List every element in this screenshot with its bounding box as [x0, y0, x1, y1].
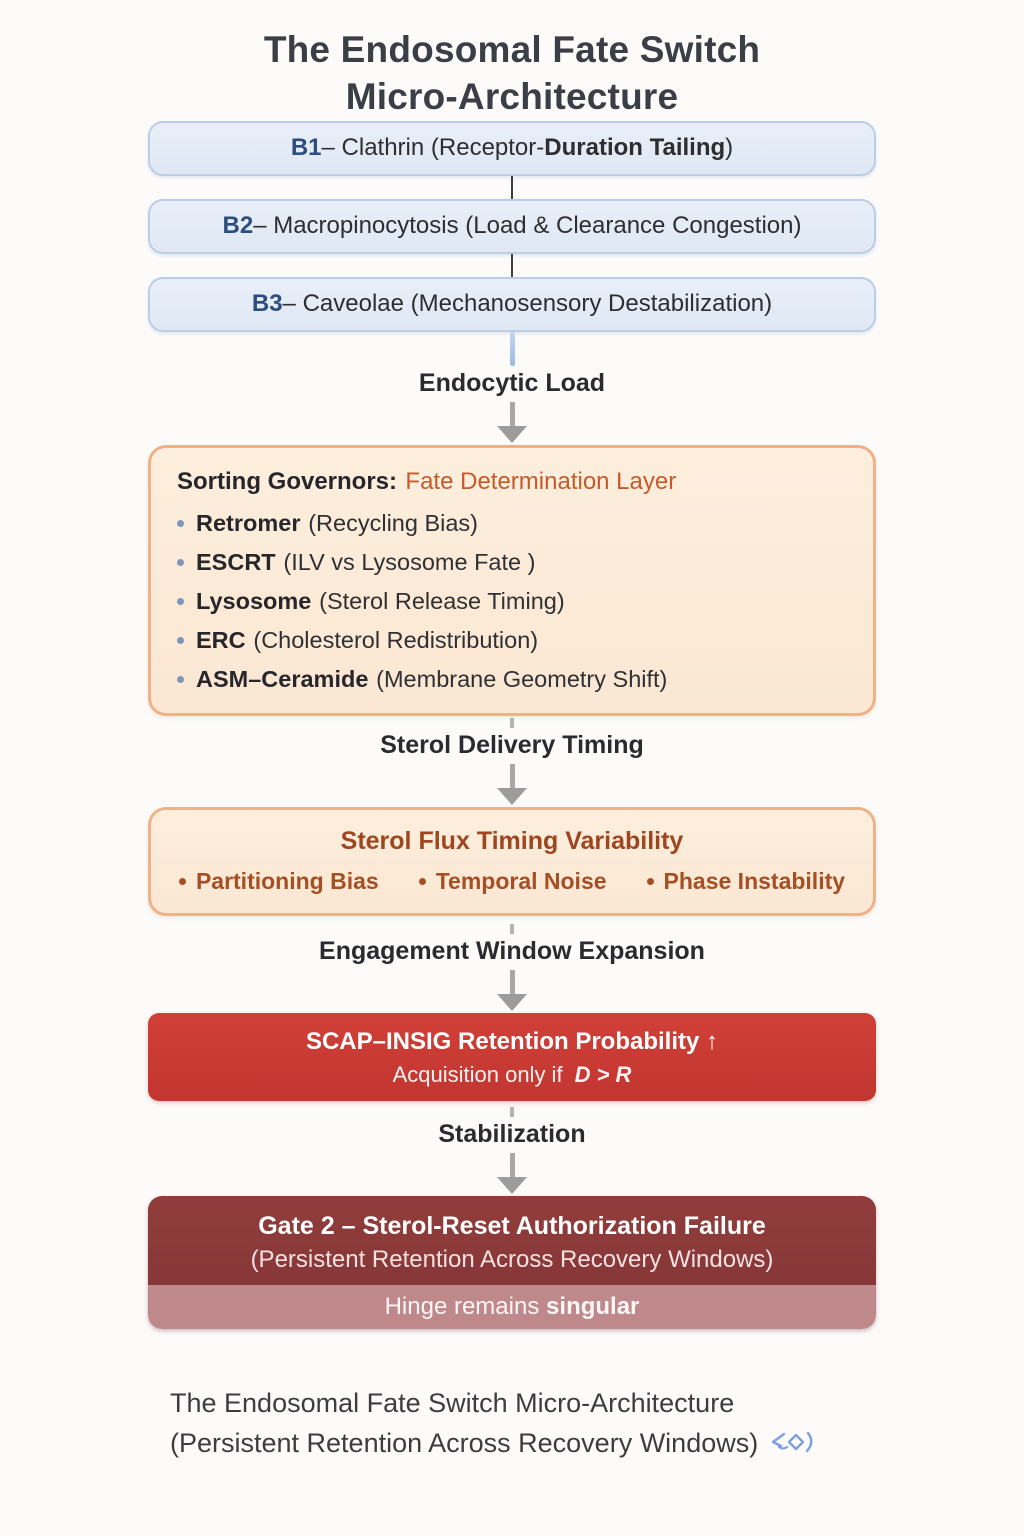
bullet-dot-icon — [177, 636, 184, 644]
scap-insig-box: SCAP–INSIG Retention Probability ↑ Acqui… — [148, 1012, 876, 1101]
entry-box-b2-text: – Macropinocytosis (Load & Clearance Con… — [253, 212, 802, 240]
flux-bullet-phase: Phase Instability — [646, 867, 846, 895]
connector-line — [510, 717, 514, 728]
down-arrow-icon — [497, 969, 527, 1011]
list-item-term: ERC — [196, 626, 246, 653]
gate2-subtitle: (Persistent Retention Across Recovery Wi… — [250, 1245, 774, 1273]
sterol-flux-bullets: Partitioning Bias Temporal Noise Phase I… — [178, 867, 846, 895]
diagram-column: The Endosomal Fate Switch Micro-Architec… — [148, 0, 876, 1468]
page-title-line2: Micro-Architecture — [345, 76, 679, 118]
sorting-governors-box: Sorting Governors:Fate Determination Lay… — [148, 444, 876, 716]
list-item-term: Retromer — [196, 509, 301, 536]
caption-line2-text: (Persistent Retention Across Recovery Wi… — [170, 1427, 759, 1458]
flux-bullet-partitioning: Partitioning Bias — [178, 867, 379, 895]
entry-box-b3-text: – Caveolae (Mechanosensory Destabilizati… — [282, 290, 773, 318]
flux-bullet-label: Partitioning Bias — [195, 867, 379, 894]
caption-line1: The Endosomal Fate Switch Micro-Architec… — [170, 1387, 735, 1418]
entry-box-b1: B1 – Clathrin (Receptor-Duration Tailing… — [148, 120, 876, 176]
list-item-desc: (Cholesterol Redistribution) — [253, 626, 539, 653]
gate2-title: Gate 2 – Sterol-Reset Authorization Fail… — [258, 1211, 766, 1240]
down-arrow-icon — [497, 401, 527, 443]
bullet-dot-icon — [177, 597, 184, 605]
down-arrow-icon — [497, 1152, 527, 1194]
flow-label-stabilization: Stabilization — [438, 1119, 586, 1148]
entry-box-b1-label: B1 — [290, 134, 322, 162]
gate2-footer-bold: singular — [546, 1292, 640, 1320]
down-arrow-icon — [497, 763, 527, 805]
page-title-line1: The Endosomal Fate Switch — [263, 29, 761, 70]
list-item-desc: (Membrane Geometry Shift) — [376, 665, 668, 692]
entry-box-b1-text-end: ) — [725, 134, 734, 162]
diamond-brackets-icon — [768, 1427, 814, 1468]
page-title: The Endosomal Fate Switch Micro-Architec… — [264, 26, 760, 121]
entry-box-b2-label: B2 — [222, 212, 254, 240]
list-item-erc: ERC (Cholesterol Redistribution) — [177, 621, 847, 660]
connector-line — [511, 253, 513, 277]
entry-box-b3-label: B3 — [251, 290, 283, 318]
bullet-dot-icon — [646, 877, 654, 885]
gate2-box: Gate 2 – Sterol-Reset Authorization Fail… — [148, 1195, 876, 1329]
sorting-governors-title: Sorting Governors: — [177, 467, 398, 495]
list-item-term: ASM–Ceramide — [196, 665, 369, 692]
list-item-term: ESCRT — [196, 548, 276, 575]
flux-bullet-temporal: Temporal Noise — [418, 867, 607, 895]
entry-box-b1-bold-text: Duration Tailing — [544, 134, 726, 162]
sterol-flux-title: Sterol Flux Timing Variability — [340, 826, 684, 855]
arrow-head — [497, 1176, 527, 1194]
flow-label-endocytic-load: Endocytic Load — [418, 368, 606, 397]
flow-label-engagement: Engagement Window Expansion — [319, 936, 705, 965]
sterol-flux-box: Sterol Flux Timing Variability Partition… — [148, 806, 876, 916]
entry-box-b3: B3 – Caveolae (Mechanosensory Destabiliz… — [148, 276, 876, 332]
list-item-desc: (ILV vs Lysosome Fate ) — [283, 548, 536, 575]
list-item-desc: (Recycling Bias) — [308, 509, 479, 536]
entry-box-b2: B2 – Macropinocytosis (Load & Clearance … — [148, 198, 876, 254]
arrow-shaft — [509, 969, 515, 994]
connector-line-blue — [509, 331, 515, 366]
gate2-main: Gate 2 – Sterol-Reset Authorization Fail… — [148, 1195, 876, 1285]
caption: The Endosomal Fate Switch Micro-Architec… — [148, 1383, 876, 1468]
arrow-head — [497, 787, 527, 805]
connector-line — [511, 175, 513, 199]
arrow-shaft — [509, 1152, 515, 1177]
bullet-dot-icon — [178, 877, 186, 885]
sorting-governors-header: Sorting Governors:Fate Determination Lay… — [177, 466, 847, 498]
connector-line — [510, 1106, 514, 1117]
list-item-desc: (Sterol Release Timing) — [319, 587, 565, 614]
caption-line2: (Persistent Retention Across Recovery Wi… — [170, 1423, 876, 1468]
entry-box-b1-text: – Clathrin (Receptor- — [321, 134, 545, 162]
bullet-dot-icon — [418, 877, 426, 885]
list-item-term: Lysosome — [196, 587, 312, 614]
scap-insig-condition-line: Acquisition only if D > R — [168, 1061, 856, 1089]
bullet-dot-icon — [177, 519, 184, 527]
arrow-shaft — [509, 763, 515, 788]
list-item-escrt: ESCRT (ILV vs Lysosome Fate ) — [177, 543, 847, 582]
condition-prefix: Acquisition only if — [392, 1061, 563, 1087]
condition-formula: D > R — [574, 1061, 632, 1087]
list-item-asm-ceramide: ASM–Ceramide (Membrane Geometry Shift) — [177, 660, 847, 699]
arrow-head — [497, 993, 527, 1011]
bullet-dot-icon — [177, 558, 184, 566]
flux-bullet-label: Phase Instability — [663, 867, 846, 894]
flow-label-sterol-delivery: Sterol Delivery Timing — [380, 730, 644, 759]
list-item-lysosome: Lysosome (Sterol Release Timing) — [177, 582, 847, 621]
bullet-dot-icon — [177, 675, 184, 683]
flux-bullet-label: Temporal Noise — [435, 867, 607, 894]
list-item-retromer: Retromer (Recycling Bias) — [177, 504, 847, 543]
sorting-governors-subtitle: Fate Determination Layer — [405, 467, 677, 495]
gate2-footer-text: Hinge remains — [384, 1292, 540, 1320]
arrow-shaft — [509, 401, 515, 426]
scap-insig-title: SCAP–INSIG Retention Probability ↑ — [305, 1027, 719, 1055]
connector-line — [510, 923, 514, 934]
arrow-head — [497, 425, 527, 443]
